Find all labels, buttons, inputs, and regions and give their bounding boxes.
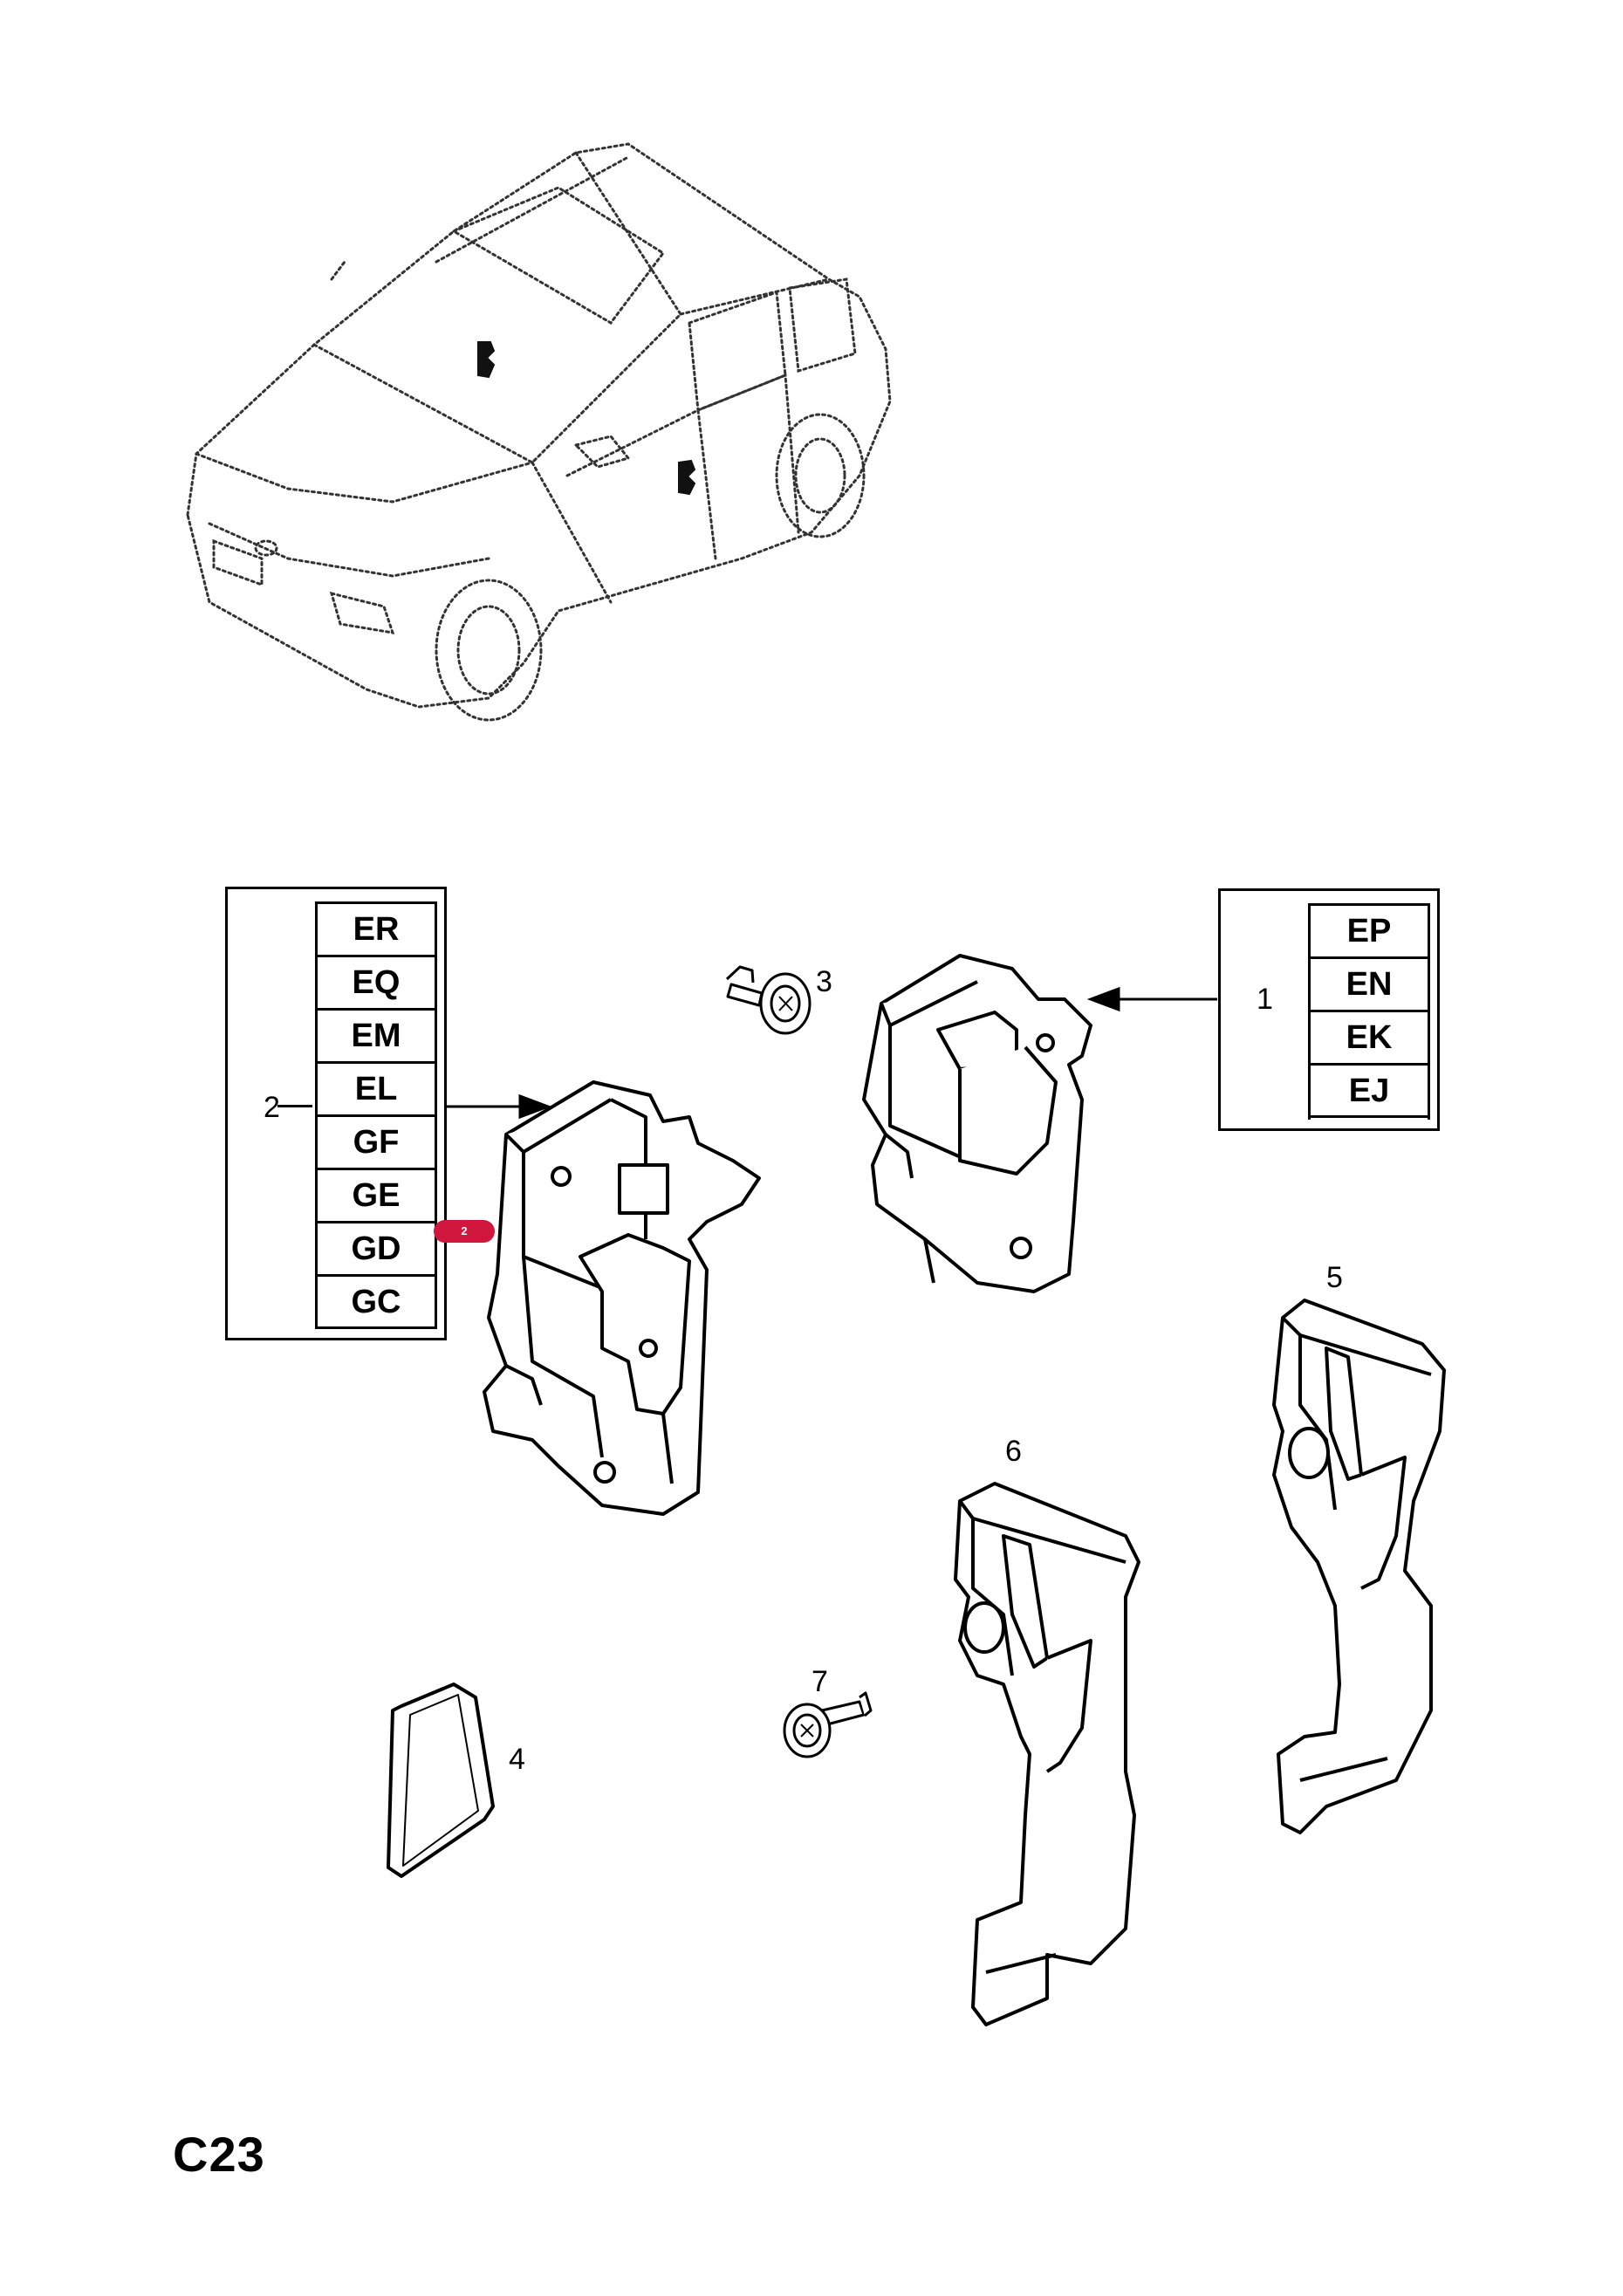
screw-part-7: [783, 1691, 873, 1758]
code-cell: GE: [318, 1168, 435, 1221]
callout-label-4: 4: [509, 1743, 525, 1776]
code-cell: GC: [318, 1274, 435, 1329]
cover-cap-part-4: [387, 1683, 495, 1878]
code-cell: ER: [318, 901, 435, 955]
code-cell: EN: [1311, 956, 1428, 1010]
code-cell: GF: [318, 1114, 435, 1168]
callout-label-3: 3: [816, 965, 832, 998]
code-cell: EJ: [1311, 1063, 1428, 1118]
code-column-right: EP EN EK EJ: [1308, 903, 1430, 1120]
highlight-badge[interactable]: 2: [434, 1220, 495, 1243]
callout-label-1: 1: [1257, 983, 1273, 1016]
code-column-left: ER EQ EM EL GF GE GD GC: [315, 901, 437, 1329]
door-lock-part-1: [862, 954, 1092, 1293]
car-overview-illustration: [186, 142, 892, 722]
bracket-part-5: [1272, 1299, 1446, 1834]
code-cell: EM: [318, 1008, 435, 1061]
bracket-part-6: [954, 1482, 1140, 2026]
callout-tick-2: [277, 1105, 312, 1107]
door-lock-part-2: [483, 1080, 761, 1516]
variant-code-table-right: EP EN EK EJ: [1218, 888, 1440, 1131]
variant-code-table-left: ER EQ EM EL GF GE GD GC: [225, 887, 447, 1340]
code-cell: GD: [318, 1221, 435, 1274]
callout-label-5: 5: [1326, 1261, 1343, 1294]
car-location-markers: [477, 341, 696, 496]
callout-label-2: 2: [264, 1091, 280, 1124]
callout-label-6: 6: [1005, 1435, 1022, 1468]
callout-label-7: 7: [812, 1665, 828, 1698]
screw-part-3: [725, 965, 812, 1035]
code-cell: EL: [318, 1061, 435, 1114]
page-code: C23: [173, 2127, 265, 2182]
code-cell: EK: [1311, 1010, 1428, 1063]
code-cell: EP: [1311, 903, 1428, 956]
code-cell: EQ: [318, 955, 435, 1008]
